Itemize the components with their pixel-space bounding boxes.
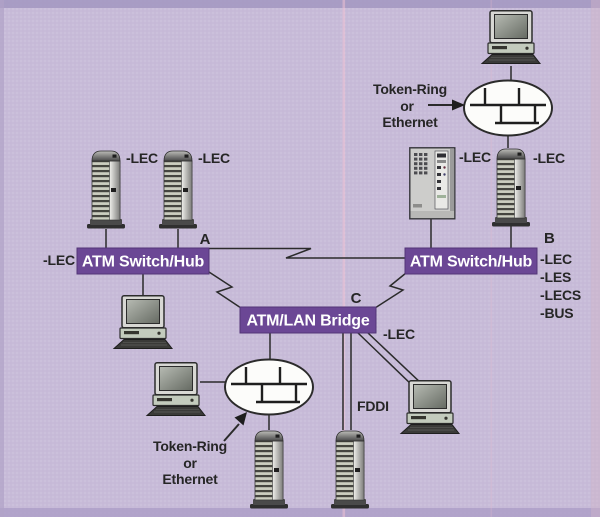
workstation-bottom-right — [400, 380, 460, 435]
label-token-ring-top-line1: Token-Ring — [373, 81, 447, 97]
scan-edge-top — [0, 0, 600, 8]
scan-edge-right — [591, 0, 600, 517]
connection-lines — [105, 66, 512, 430]
link-bridge-workstation-2 — [367, 332, 424, 386]
workstation-top-right — [481, 10, 541, 65]
banner-switch-left-label: ATM Switch/Hub — [82, 254, 205, 271]
label-token-ring-bottom-line3: Ethernet — [162, 471, 218, 487]
label-service-lec: -LEC — [540, 251, 572, 267]
trunk-switchleft-bridge — [208, 271, 242, 309]
workstation-left — [113, 295, 173, 350]
arrowhead-icon — [234, 412, 247, 426]
arrow-token-ring-top — [428, 99, 465, 111]
label-token-ring-top: Token-Ring or Ethernet — [373, 81, 447, 130]
tower-server-left-2 — [158, 150, 198, 229]
tower-server-right — [491, 148, 531, 227]
label-point-a: A — [200, 231, 211, 248]
banner-switch-left: ATM Switch/Hub — [76, 247, 210, 275]
label-point-b: B — [544, 230, 555, 247]
banner-bridge: ATM/LAN Bridge — [239, 306, 377, 334]
label-token-ring-top-line3: Ethernet — [382, 114, 438, 130]
label-point-c: C — [351, 290, 362, 307]
banner-switch-right-label: ATM Switch/Hub — [410, 254, 533, 271]
label-lec-cabinet: -LEC — [459, 149, 491, 165]
workstation-bottom-left — [146, 362, 206, 417]
label-service-lecs: -LECS — [540, 287, 581, 303]
arrowhead-icon — [452, 99, 465, 111]
label-lec-server-left-2: -LEC — [198, 150, 230, 166]
label-token-ring-bottom-line1: Token-Ring — [153, 438, 227, 454]
label-token-ring-bottom: Token-Ring or Ethernet — [153, 438, 227, 487]
tower-server-bottom-1 — [249, 430, 289, 509]
scan-edge-bottom — [0, 508, 600, 517]
label-token-ring-bottom-line2: or — [183, 455, 197, 471]
label-service-les: -LES — [540, 269, 571, 285]
trunk-switchleft-switchright — [209, 247, 405, 259]
label-lec-switch-left: -LEC — [43, 252, 75, 268]
arrow-token-ring-bottom — [223, 412, 247, 442]
scan-edge-left — [0, 0, 4, 517]
banner-switch-right: ATM Switch/Hub — [404, 247, 538, 275]
label-fddi: FDDI — [357, 398, 389, 414]
label-switch-right-services: -LEC -LES -LECS -BUS — [540, 251, 581, 321]
lan-segment-oval-bottom — [223, 358, 315, 416]
label-lec-server-right: -LEC — [533, 150, 565, 166]
banner-bridge-label: ATM/LAN Bridge — [246, 313, 369, 330]
label-lec-bridge: -LEC — [383, 326, 415, 342]
tower-server-bottom-fddi — [330, 430, 370, 509]
lan-segment-oval-top — [462, 79, 554, 137]
trunk-switchright-bridge — [374, 272, 407, 309]
cabinet-server — [409, 147, 456, 220]
label-service-bus: -BUS — [540, 305, 573, 321]
tower-server-left-1 — [86, 150, 126, 229]
label-lec-server-left-1: -LEC — [126, 150, 158, 166]
link-bridge-workstation-1 — [357, 332, 415, 388]
label-token-ring-top-line2: or — [400, 98, 414, 114]
